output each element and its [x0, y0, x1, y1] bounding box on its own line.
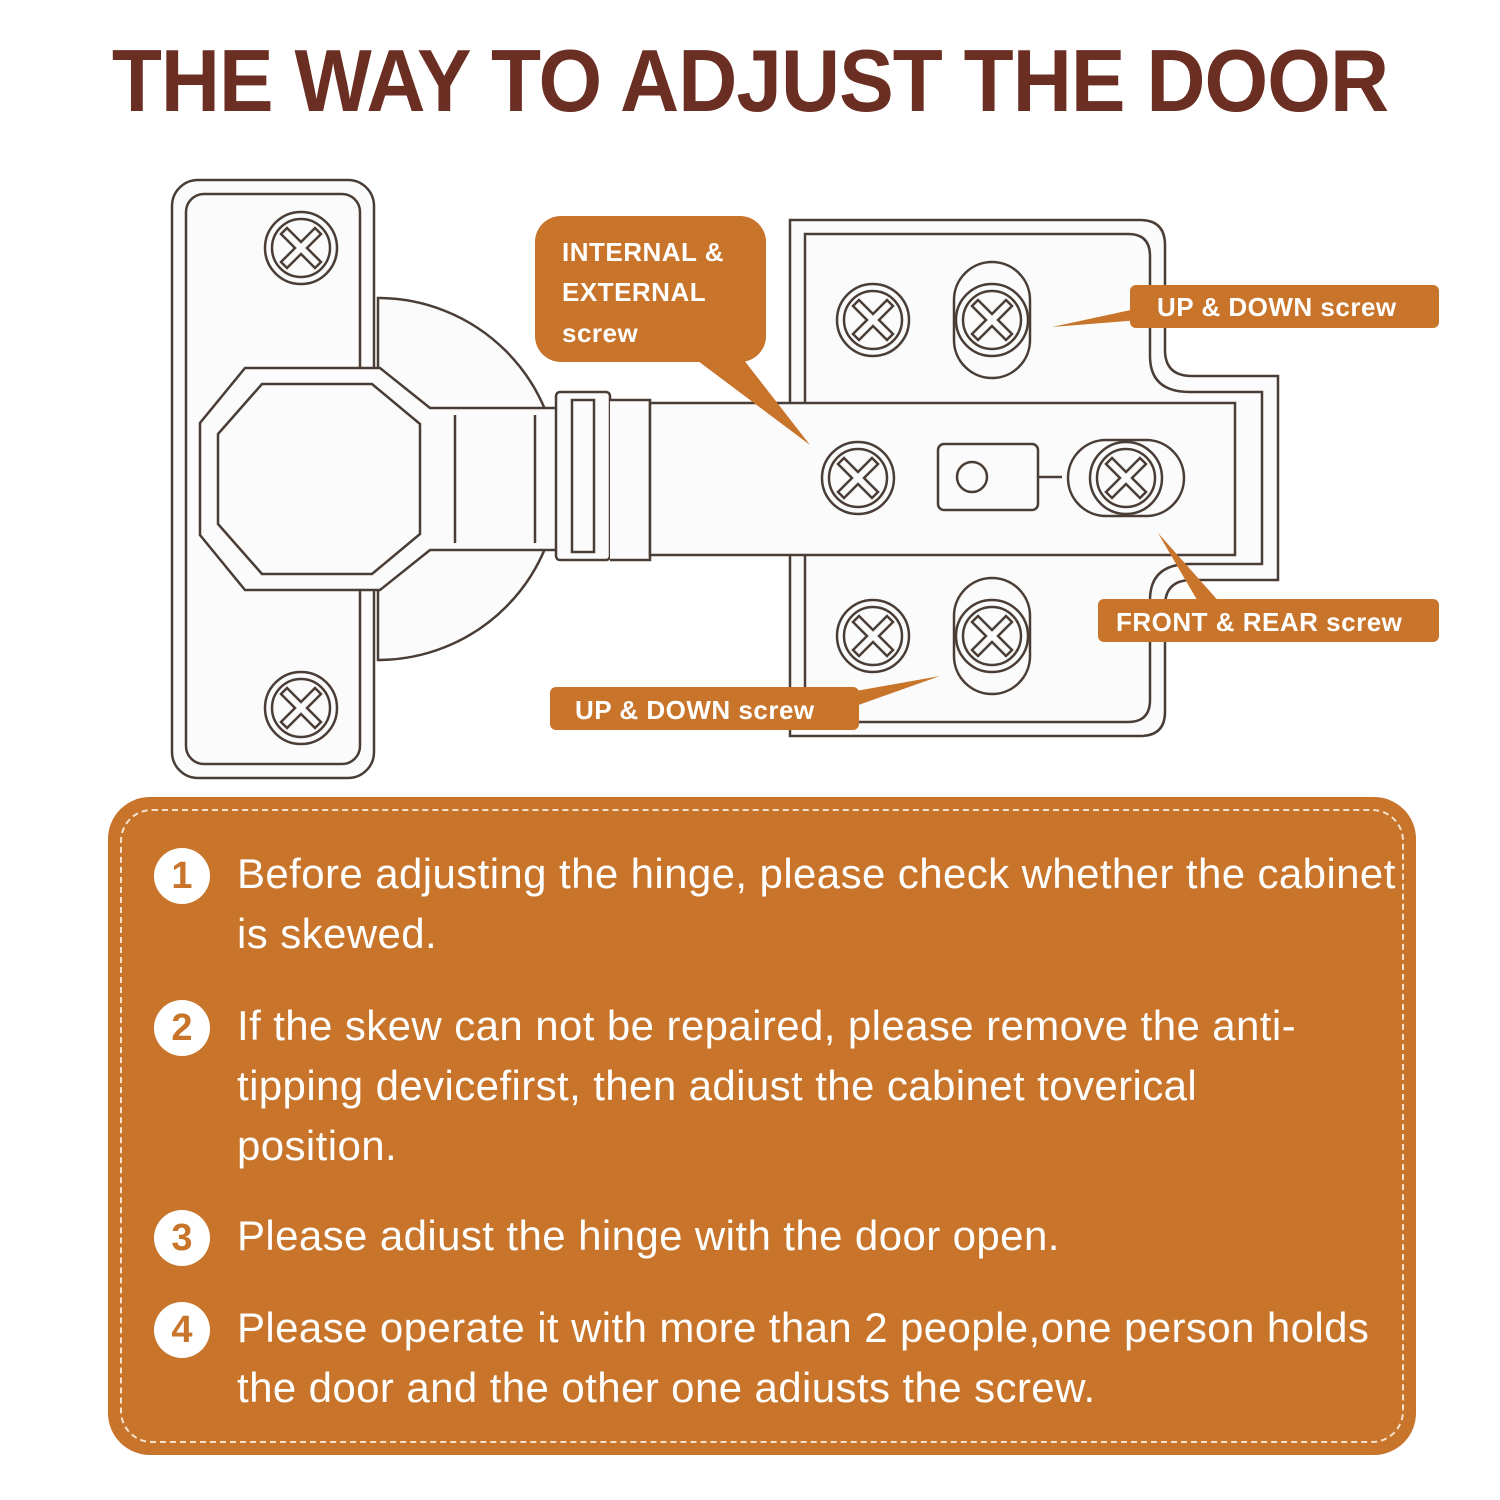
- step-text: If the skew can not be repaired, please …: [237, 1002, 1296, 1169]
- screw-icon: [263, 670, 339, 746]
- step-number-badge: 4: [154, 1302, 210, 1358]
- hinge-knuckle: [554, 390, 652, 562]
- hinge-cup: [198, 366, 562, 592]
- svg-text:FRONT & REAR screw: FRONT & REAR screw: [1116, 607, 1403, 637]
- svg-text:UP & DOWN screw: UP & DOWN screw: [575, 695, 815, 725]
- front-rear-screw-icon: [1066, 438, 1186, 518]
- up-down-screw-icon: [952, 260, 1032, 380]
- internal-external-screw-icon: [820, 440, 896, 516]
- svg-text:INTERNAL &: INTERNAL &: [562, 237, 724, 267]
- svg-text:screw: screw: [562, 318, 638, 348]
- screw-icon: [263, 210, 339, 286]
- callout-front-rear: FRONT & REAR screw: [1098, 533, 1439, 642]
- instructions-panel: 1 Before adjusting the hinge, please che…: [108, 797, 1416, 1455]
- dashed-border: [120, 809, 1404, 1443]
- step-text: Before adjusting the hinge, please check…: [237, 850, 1396, 957]
- step-text: Please adiust the hinge with the door op…: [237, 1212, 1060, 1259]
- up-down-screw-icon: [952, 576, 1032, 696]
- callout-up-down-bottom: UP & DOWN screw: [550, 676, 940, 730]
- hinge-diagram: INTERNAL & EXTERNAL screw UP & DOWN scre…: [170, 178, 1439, 780]
- screw-icon: [835, 598, 911, 674]
- callout-up-down-top: UP & DOWN screw: [1052, 285, 1439, 328]
- step-number-badge: 3: [154, 1210, 210, 1266]
- step-number-badge: 2: [154, 1000, 210, 1056]
- step-number-badge: 1: [154, 848, 210, 904]
- step-text: Please operate it with more than 2 peopl…: [237, 1304, 1370, 1411]
- callout-internal-external: INTERNAL & EXTERNAL screw: [535, 216, 810, 445]
- svg-text:UP & DOWN screw: UP & DOWN screw: [1157, 292, 1397, 322]
- page-title: THE WAY TO ADJUST THE DOOR: [111, 31, 1389, 130]
- screw-icon: [835, 282, 911, 358]
- svg-text:EXTERNAL: EXTERNAL: [562, 277, 706, 307]
